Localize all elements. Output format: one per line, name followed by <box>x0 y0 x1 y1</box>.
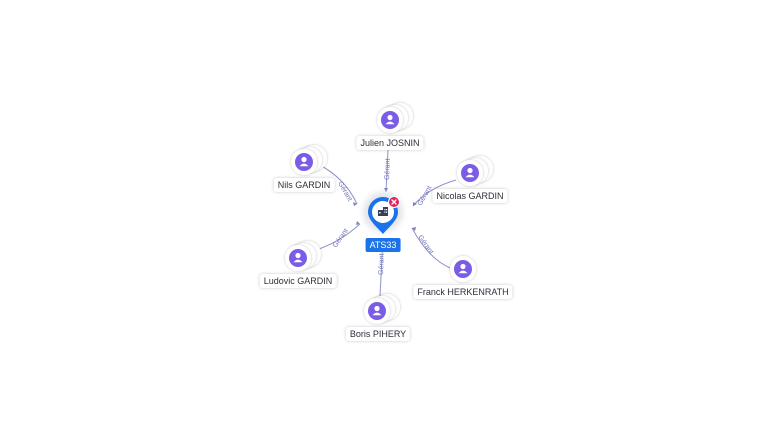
person-label-boris: Boris PIHERY <box>345 327 411 341</box>
person-node-nicolas[interactable] <box>457 156 493 186</box>
company-node[interactable] <box>363 192 403 234</box>
person-node-nils[interactable] <box>291 145 327 175</box>
edge-label-boris: Gérant <box>378 253 386 275</box>
arrow-head-ludovic <box>356 221 360 225</box>
edge-ludovic <box>315 223 361 251</box>
person-icon <box>293 252 303 263</box>
person-icon <box>372 305 382 316</box>
person-node-boris[interactable] <box>364 294 400 324</box>
person-icon <box>458 263 468 274</box>
person-label-ludovic: Ludovic GARDIN <box>259 274 337 288</box>
person-node-ludovic[interactable] <box>285 241 321 271</box>
person-node-franck[interactable] <box>450 256 476 282</box>
edge-label-julien: Gérant <box>384 158 392 180</box>
edge-label-nils: Gérant <box>336 181 353 203</box>
person-label-julien: Julien JOSNIN <box>356 136 424 150</box>
person-label-nils: Nils GARDIN <box>273 178 335 192</box>
arrow-head-julien <box>384 188 388 192</box>
edge-franck <box>411 227 451 269</box>
edge-julien <box>385 149 389 193</box>
edge-nicolas <box>412 179 457 207</box>
edge-label-ludovic: Gérant <box>332 228 350 250</box>
person-icon <box>299 156 309 167</box>
company-label[interactable]: ATS33 <box>365 238 401 252</box>
person-icon <box>465 167 475 178</box>
arrow-head-nicolas <box>413 202 417 206</box>
arrow-head-franck <box>412 227 416 231</box>
person-label-nicolas: Nicolas GARDIN <box>432 189 508 203</box>
person-label-franck: Franck HERKENRATH <box>413 285 513 299</box>
edge-label-nicolas: Gérant <box>417 185 434 207</box>
building-icon <box>378 207 388 216</box>
person-icon <box>385 114 395 125</box>
close-icon[interactable] <box>388 196 400 208</box>
arrow-head-nils <box>353 202 357 206</box>
edge-label-franck: Gérant <box>416 234 434 256</box>
person-node-julien[interactable] <box>377 103 413 133</box>
